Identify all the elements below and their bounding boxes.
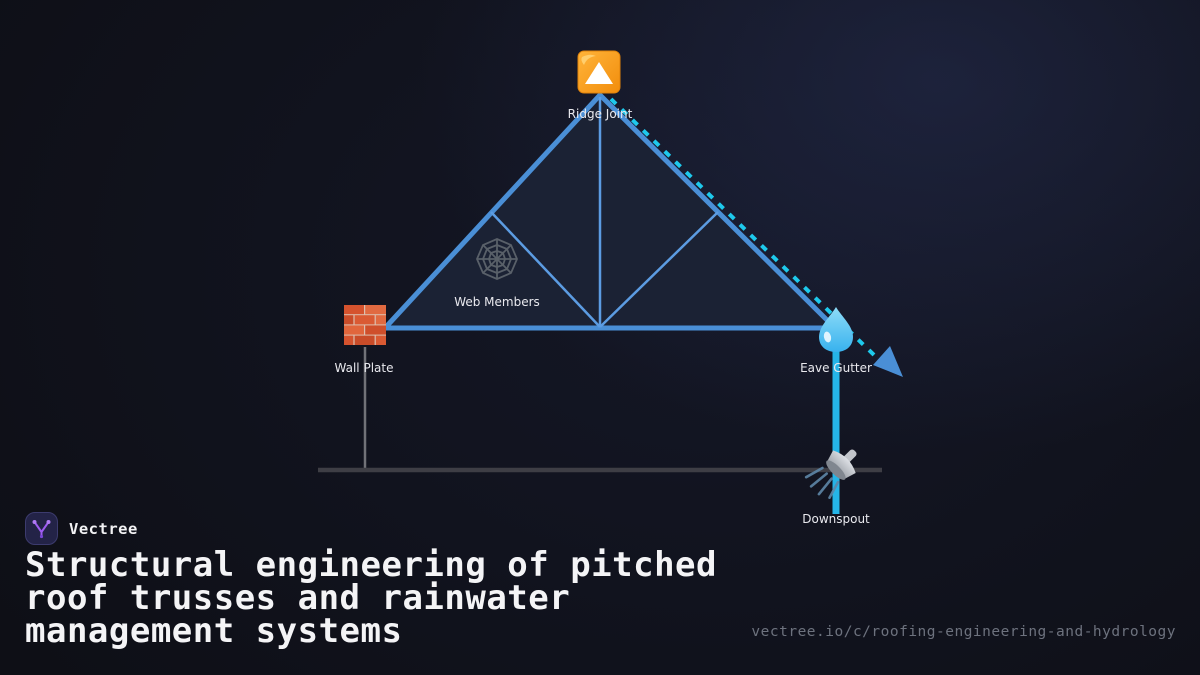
footer-url: vectree.io/c/roofing-engineering-and-hyd… [751, 624, 1176, 640]
eave-gutter-label: Eave Gutter [800, 361, 872, 375]
brick-icon [344, 305, 386, 345]
spiderweb-icon [476, 238, 518, 280]
droplet-icon [819, 307, 853, 352]
web-members-lines [490, 97, 719, 328]
water-flow-dashed-line [609, 97, 876, 357]
flow-arrowhead-icon [873, 346, 903, 377]
title-line-3: management systems [25, 611, 403, 651]
page-title: Structural engineering of pitched roof t… [25, 545, 718, 651]
ridge-joint-label: Ridge Joint [567, 107, 633, 121]
triangle-up-icon [577, 50, 621, 94]
title-line-1: Structural engineering of pitched [25, 545, 718, 585]
brand-name: Vectree [69, 519, 138, 538]
brand: Vectree [25, 512, 138, 545]
shower-icon [804, 449, 857, 499]
title-line-2: roof trusses and rainwater [25, 578, 571, 618]
wall-plate-label: Wall Plate [334, 361, 394, 375]
web-members-label: Web Members [454, 295, 540, 309]
downspout-label: Downspout [802, 512, 870, 526]
vectree-logo-icon [25, 512, 58, 545]
truss-outline [382, 92, 838, 331]
